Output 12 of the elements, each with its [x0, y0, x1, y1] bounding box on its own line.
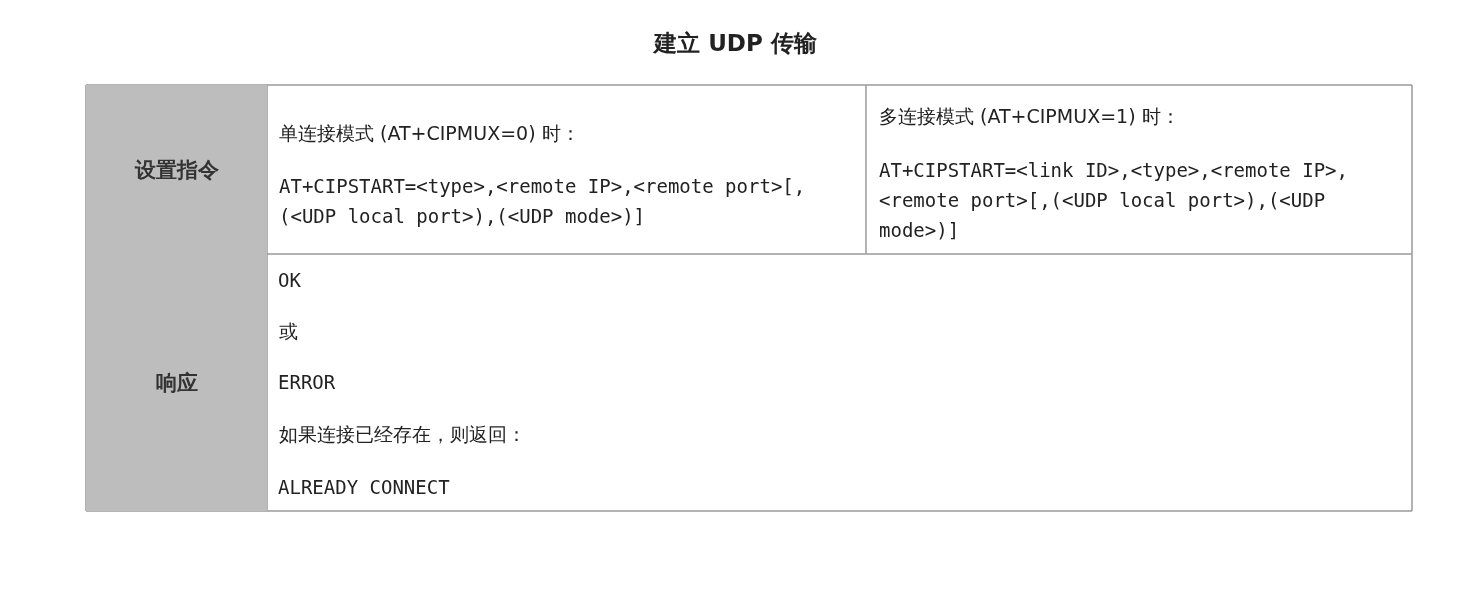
- response-text: ERROR: [278, 370, 337, 395]
- title: 建立 UDP 传输: [652, 29, 818, 58]
- cell-text: 单连接模式 (AT+CIPMUX=0) 时：: [279, 121, 581, 146]
- command-text: AT+CIPSTART=<link ID>,<type>,<remote IP>,<remote port>[,(<UDP local port>),(<UDP mode>)]: [879, 158, 1349, 243]
- header-cell: 设置指令: [86, 85, 267, 254]
- cell-text: 多连接模式 (AT+CIPMUX=1) 时：: [879, 104, 1181, 129]
- command-text: AT+CIPSTART=<type>,<remote IP>,<remote port>[,(<UDP local port>),(<UDP mode>)]: [279, 174, 807, 229]
- cell-text: 或: [279, 319, 299, 344]
- header-cell: 响应: [86, 254, 267, 511]
- response-text: ALREADY CONNECT: [278, 475, 451, 500]
- cell-text: 如果连接已经存在，则返回：: [279, 422, 527, 447]
- response-text: OK: [278, 268, 302, 293]
